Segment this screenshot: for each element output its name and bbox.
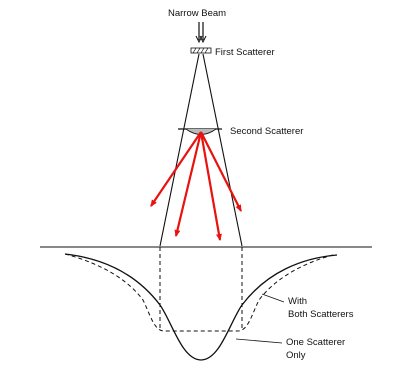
profile-with-both-scatterers [64,253,334,332]
first-scatterer-label: First Scatterer [215,47,275,58]
narrow-beam-label: Narrow Beam [168,8,226,19]
with-both-label-line2: Both Scatterers [288,309,354,320]
second-scatterer-label: Second Scatterer [230,126,303,137]
with-both-leader [261,293,285,303]
beam-cone-edges [159,53,243,247]
with-both-label-line1: With [288,296,307,307]
one-scatterer-label-line2: Only [286,350,306,361]
one-scatterer-leader [235,338,283,344]
narrow-beam-arrows [195,22,207,44]
first-scatterer-foil [190,47,212,54]
profile-one-scatterer-only [64,253,338,361]
beam-projection-dashed [159,247,243,331]
one-scatterer-label-line1: One Scatterer [286,337,345,348]
scattered-particle-arrows [150,131,242,241]
